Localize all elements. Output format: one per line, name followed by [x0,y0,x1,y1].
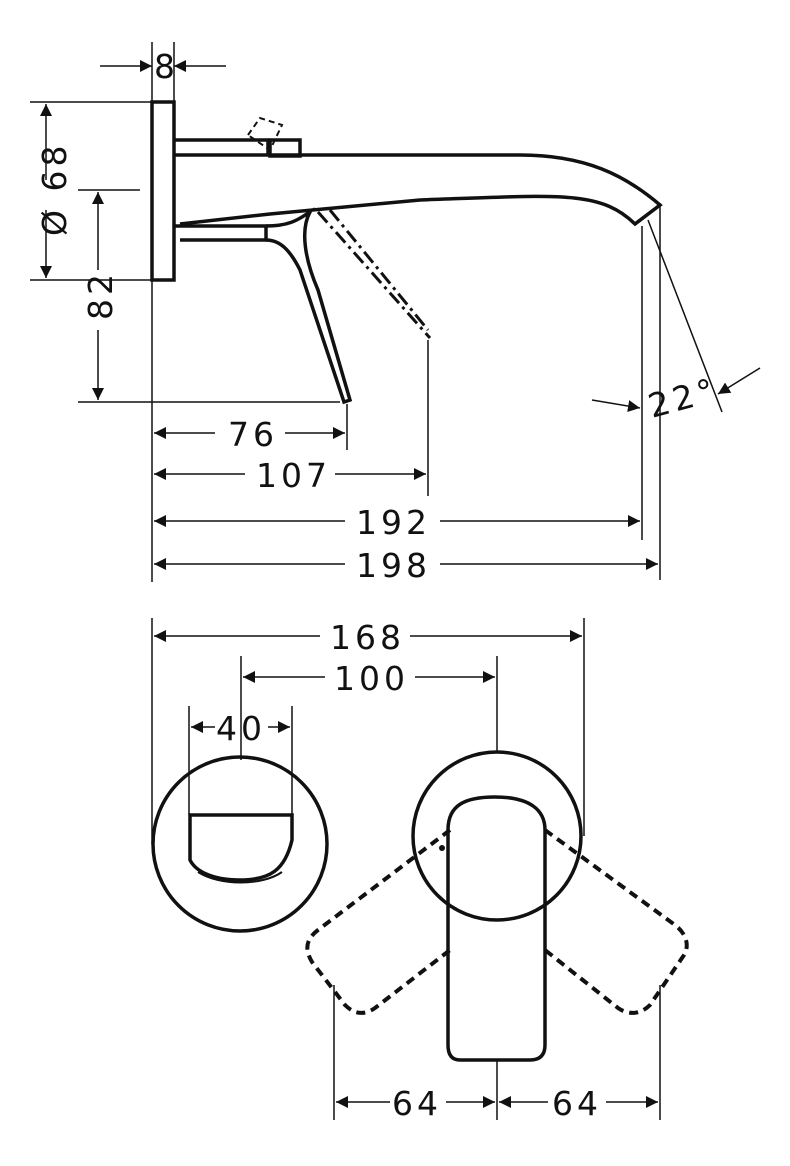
dim-198: 198 [356,546,431,585]
front-view: 168 100 40 64 64 [151,618,689,1123]
mixer-rosette [411,750,583,922]
dim-76: 76 [228,415,278,454]
dim-64-left: 64 [392,1084,442,1123]
cartridge-outline [246,116,284,152]
spout-upper-bar [174,138,270,155]
dim-192: 192 [356,503,431,542]
dim-100: 100 [334,659,409,698]
lever-left-alt [305,828,452,1015]
dim-angle-22: 22° [644,370,722,426]
lever-solid [265,207,353,405]
dim-40: 40 [216,709,266,748]
spout-outlet-inner [197,871,283,884]
spout-body [174,153,663,227]
spout-outlet [188,813,294,882]
dim-8: 8 [154,47,179,86]
body-lower [174,224,268,242]
lever-screw [439,845,445,851]
dim-64-right: 64 [552,1084,602,1123]
dim-107: 107 [256,456,331,495]
lever-right-alt [543,828,689,1015]
lever-front [446,795,547,1062]
dim-dia68: Ø 68 [35,142,74,236]
wall-plate [150,100,176,282]
spout-cap [268,138,302,158]
side-view: 8 Ø 68 82 76 107 192 198 [30,42,761,585]
dim-168: 168 [330,618,405,657]
lever-alt-position [316,211,432,339]
dim-82: 82 [81,270,120,320]
spout-rosette [151,755,329,933]
lever-alt-position-2 [328,209,430,331]
